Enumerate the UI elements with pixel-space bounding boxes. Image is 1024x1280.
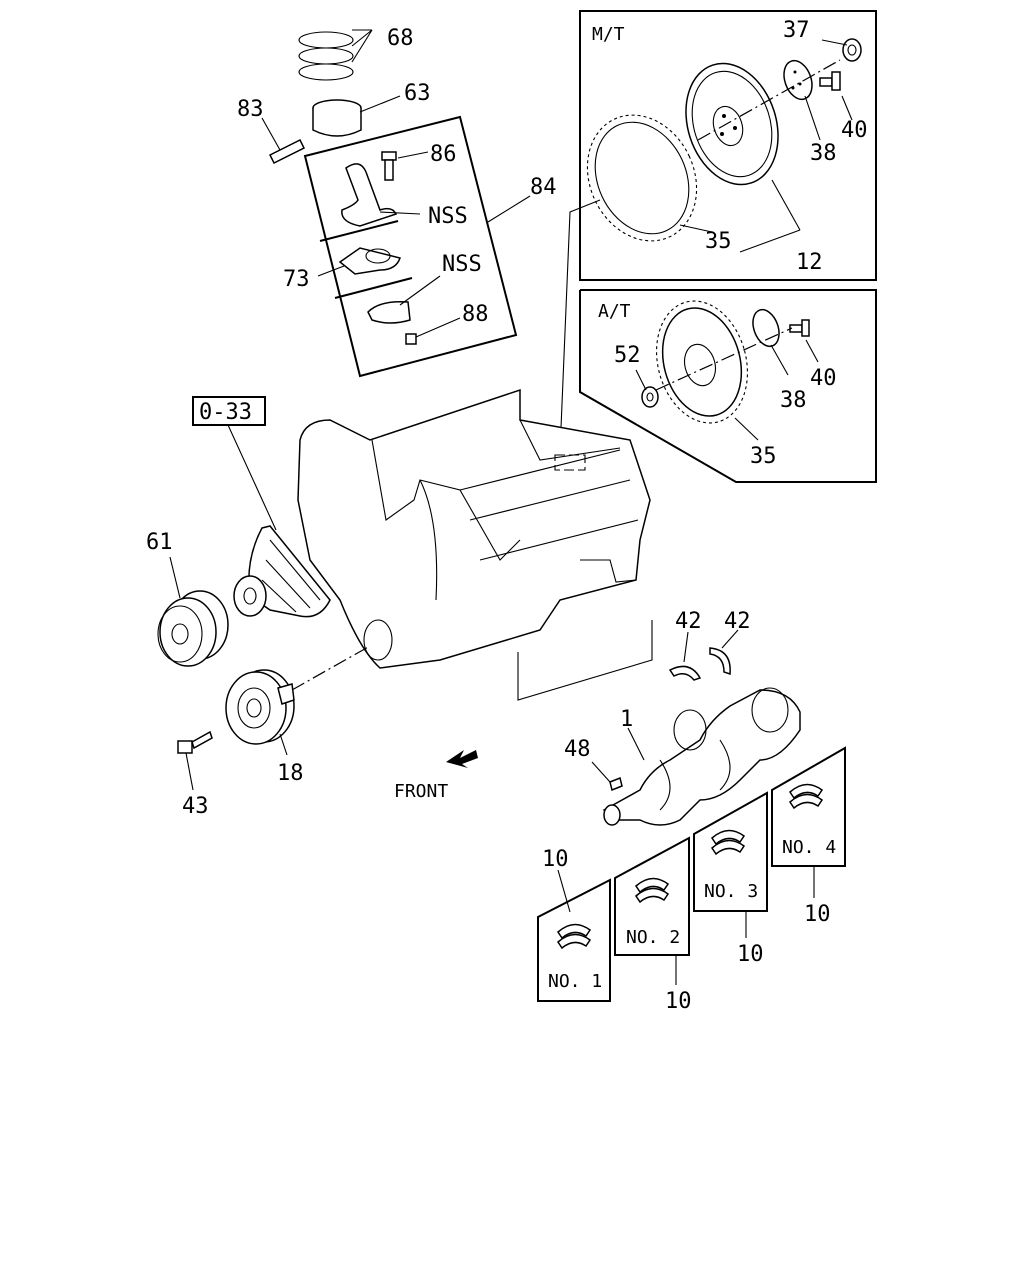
callout-63: 63 [404,81,431,106]
at-inset-box: A/T 52 38 40 35 [579,289,877,483]
crank-bolt-43-icon [177,730,213,754]
rod-cap-icon [367,300,411,324]
plate-icon [752,308,780,348]
piston-rings-icon [298,29,373,81]
callout-1: 1 [620,707,633,732]
callout-61: 61 [146,530,173,555]
reference-box-label: 0-33 [199,400,252,425]
ring-gear-icon [586,114,698,242]
callout-42-right: 42 [724,609,751,634]
rod-bearing-icon [338,247,401,275]
flexplate-icon [656,300,748,424]
callout-nss-top: NSS [428,204,468,229]
thrust-washer-left-icon [668,665,702,681]
callout-12: 12 [796,250,823,275]
callout-35-at: 35 [750,444,777,469]
callout-40-mt: 40 [841,118,868,143]
reference-box: 0-33 [192,396,277,531]
callout-42-left: 42 [675,609,702,634]
pulley-61-icon [157,590,229,667]
pilot-bearing-icon [842,38,862,62]
callout-38-mt: 38 [810,141,837,166]
callout-86: 86 [430,142,457,167]
callout-18: 18 [277,761,304,786]
crank-pulley-18-icon [225,669,295,745]
main-bearing-no1: NO. 1 [537,878,611,1002]
bolt-icon [789,319,810,337]
rod-bolt-icon [381,151,397,181]
callout-88: 88 [462,302,489,327]
mt-label: M/T [592,24,625,45]
mt-inset-box: M/T [579,10,877,281]
oil-pump-housing-icon [233,525,331,618]
callout-nss-bottom: NSS [442,252,482,277]
bearing-label-no1: NO. 1 [548,971,602,992]
callout-48: 48 [564,737,591,762]
callout-10-b: 10 [665,989,692,1014]
flywheel-icon [685,62,779,186]
engine-block-icon [297,388,651,669]
callout-38-at: 38 [780,388,807,413]
front-label: FRONT [394,781,448,802]
callout-68: 68 [387,26,414,51]
callout-83: 83 [237,97,264,122]
callout-43: 43 [182,794,209,819]
key-48-icon [609,776,623,792]
front-arrow-icon [446,750,478,768]
callout-10-d: 10 [804,902,831,927]
main-bearing-no4: NO. 4 [771,746,846,867]
bearing-label-no4: NO. 4 [782,837,836,858]
plate-icon [783,59,813,101]
main-bearing-no2: NO. 2 [614,836,690,956]
spacer-icon [641,386,659,408]
callout-37: 37 [783,18,810,43]
callout-10-a: 10 [542,847,569,872]
thrust-washer-right-icon [709,647,731,676]
connecting-rod-icon [341,163,398,227]
bearing-label-no3: NO. 3 [704,881,758,902]
crankshaft-icon [602,687,801,826]
callout-73: 73 [283,267,310,292]
rod-nut-icon [405,333,417,345]
main-bearing-no3: NO. 3 [693,791,768,912]
callout-35-mt: 35 [705,229,732,254]
piston-pin-icon [268,138,306,165]
callout-10-c: 10 [737,942,764,967]
callout-52: 52 [614,343,641,368]
bearing-label-no2: NO. 2 [626,927,680,948]
piston-icon [312,99,362,137]
callout-40-at: 40 [810,366,837,391]
bolt-icon [819,71,841,91]
connecting-rod-group: 86 NSS 73 NSS 88 84 [283,115,557,378]
callout-84: 84 [530,175,557,200]
at-label: A/T [598,301,631,322]
